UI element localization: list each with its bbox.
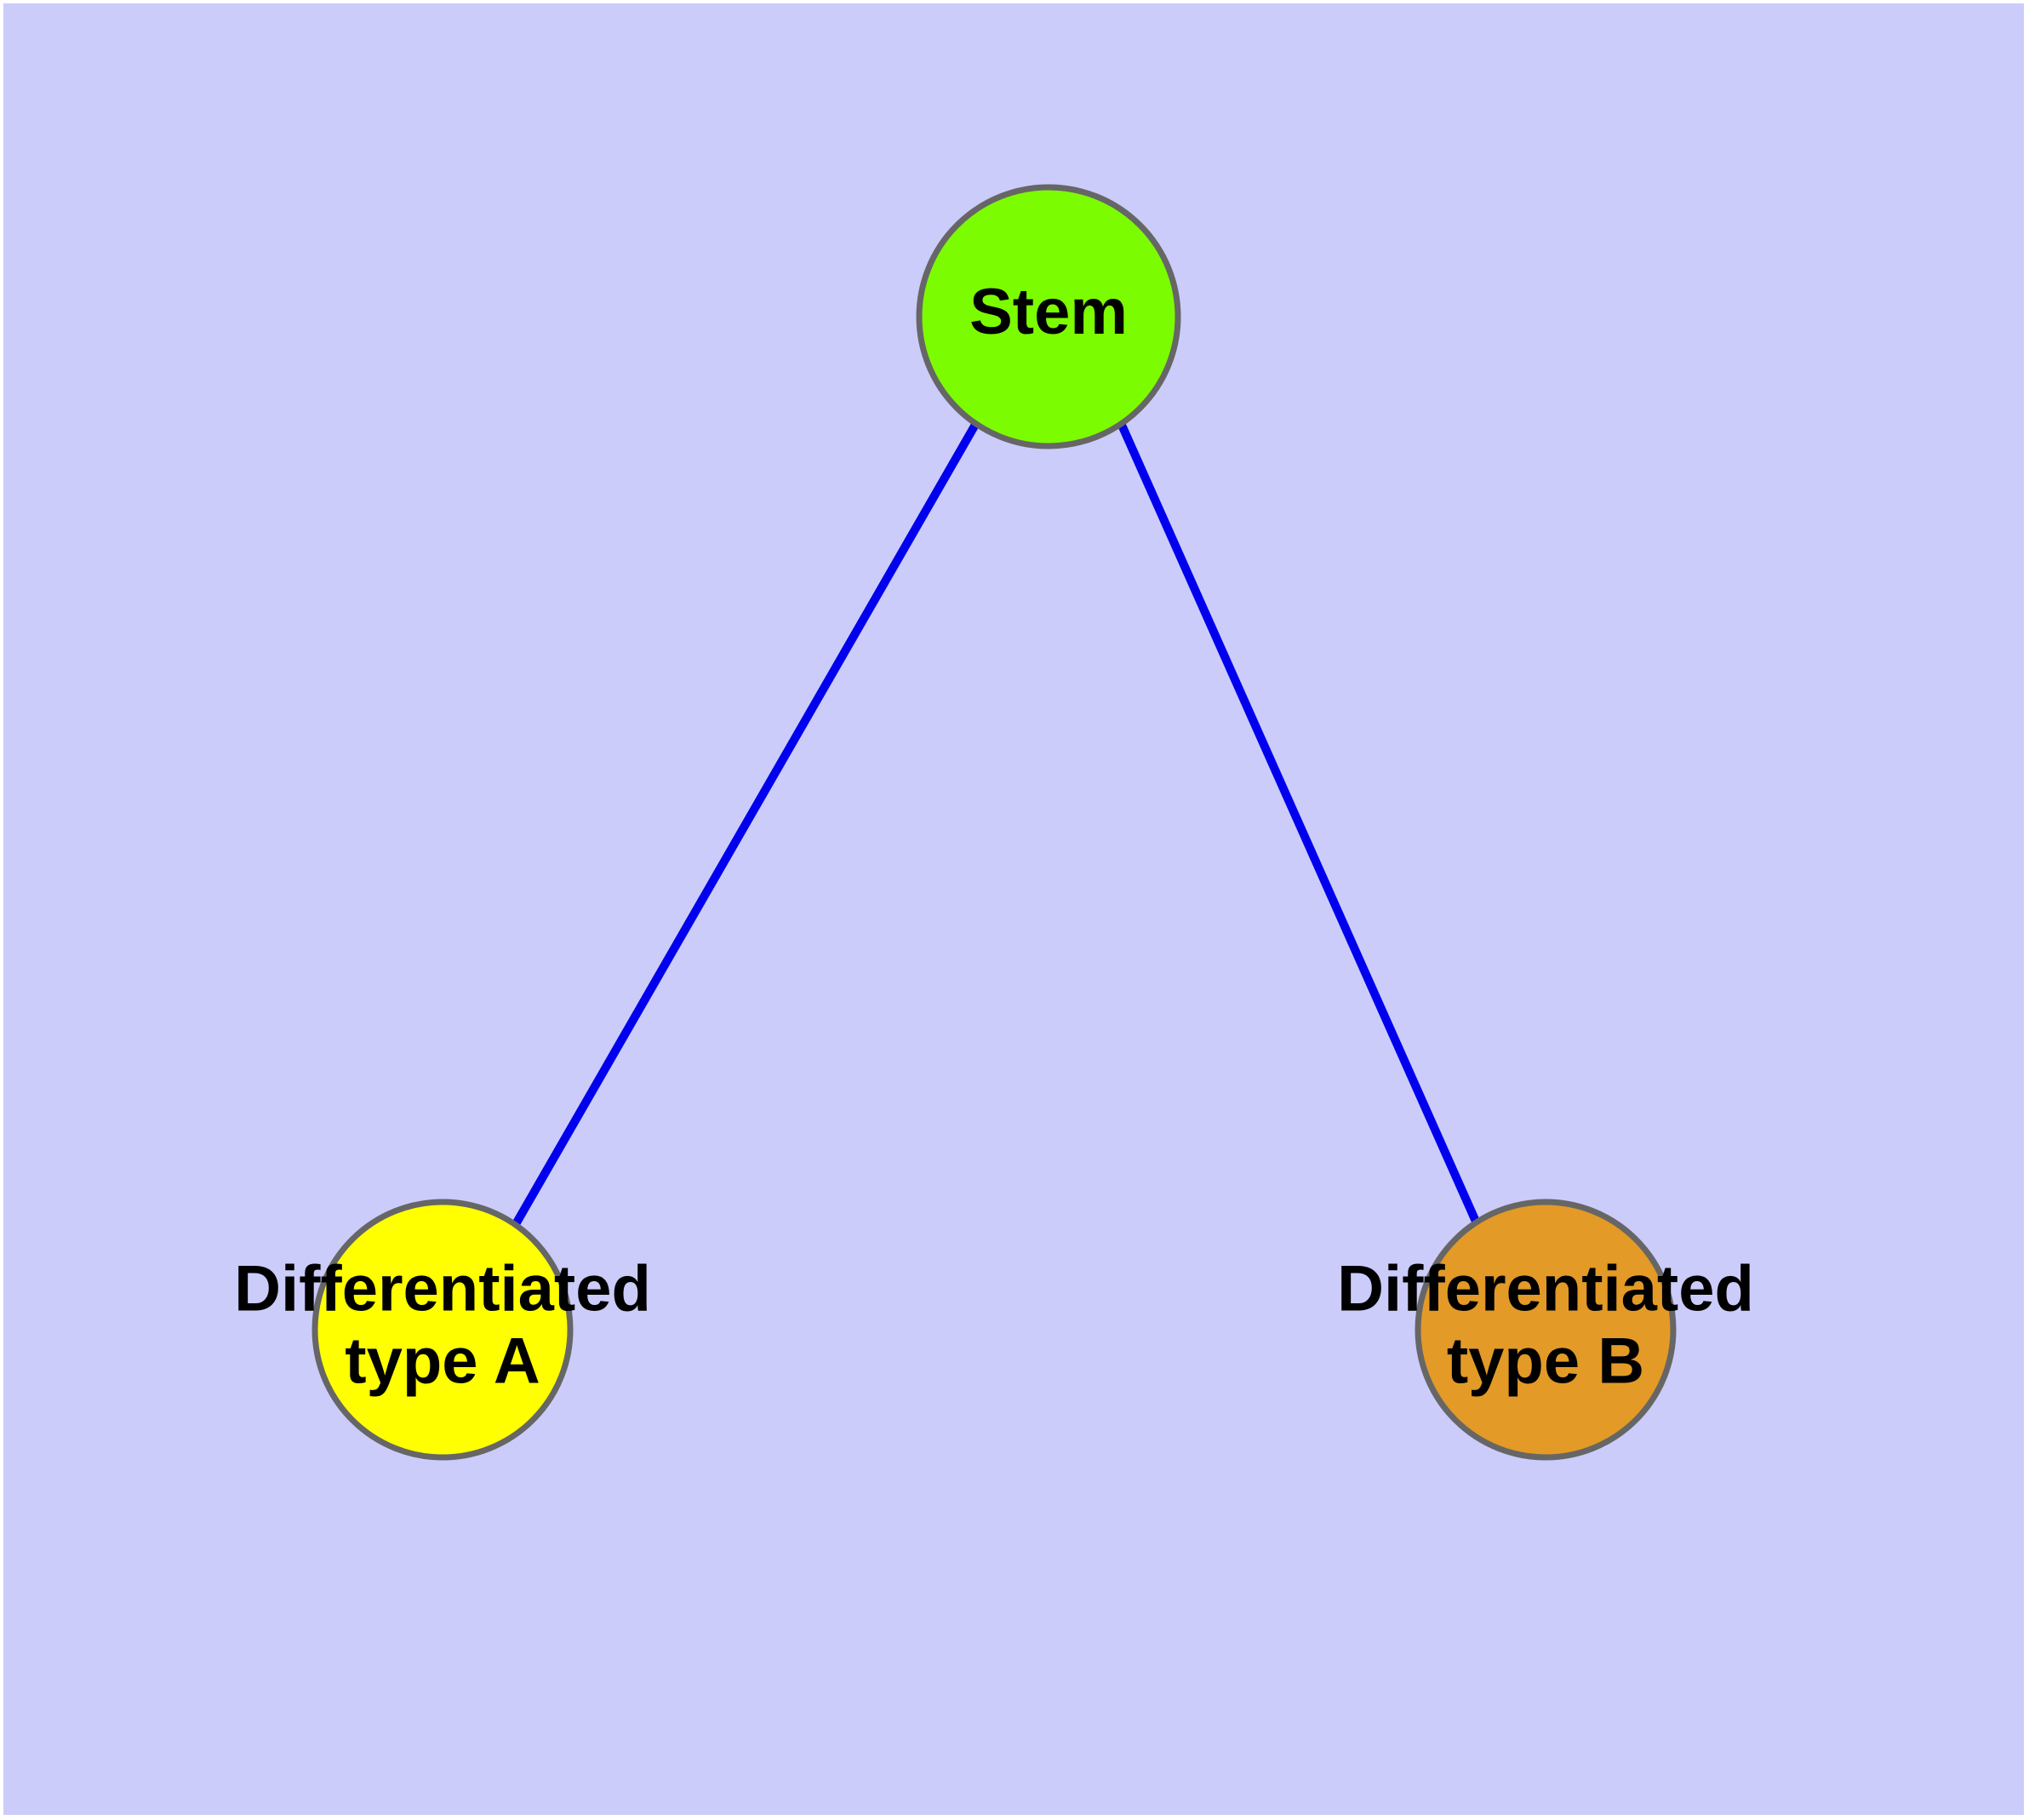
node-label-line: type A [345,1325,540,1398]
node-stem[interactable] [916,184,1181,449]
node-circle-differentiated-type-b[interactable] [1415,1199,1677,1461]
node-differentiated-type-a[interactable] [311,1199,574,1461]
node-label-line: Differentiated [234,1253,651,1325]
edge-stem-to-differentiated-type-a[interactable] [512,421,980,1227]
node-differentiated-type-b[interactable] [1415,1199,1677,1461]
node-label-line: Stem [969,276,1128,348]
edges-layer [512,421,1481,1227]
node-circle-differentiated-type-a[interactable] [311,1199,574,1461]
node-label-line: Differentiated [1337,1253,1754,1325]
nodes-layer [311,184,1677,1461]
node-label-stem: Stem [969,276,1128,348]
node-circle-stem[interactable] [916,184,1181,449]
edge-stem-to-differentiated-type-b[interactable] [1117,421,1481,1226]
node-label-line: type B [1447,1325,1644,1398]
